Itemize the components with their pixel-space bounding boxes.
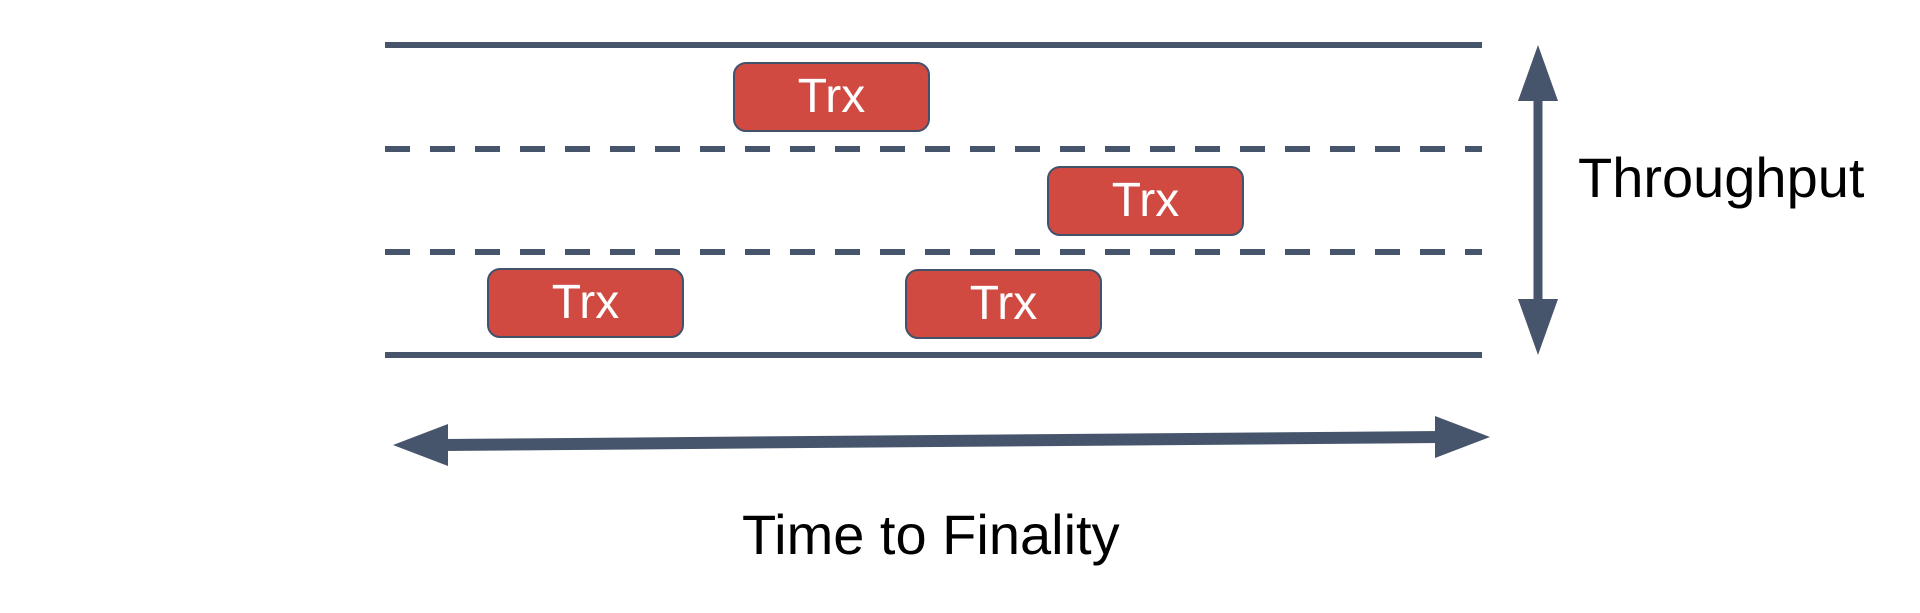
horizontal-double-arrow-icon xyxy=(393,416,1490,466)
trx-box-bottom-lane-left: Trx xyxy=(487,268,684,338)
time-to-finality-axis-label: Time to Finality xyxy=(742,503,1120,566)
lane-divider-dashed-line-1 xyxy=(385,146,1482,152)
trx-box-middle-lane: Trx xyxy=(1047,166,1244,236)
throughput-axis-label: Throughput xyxy=(1578,146,1865,209)
trx-box-top-lane: Trx xyxy=(733,62,930,132)
trx-box-label: Trx xyxy=(1111,174,1180,227)
vertical-double-arrow-icon xyxy=(1518,45,1558,355)
trx-box-label: Trx xyxy=(969,277,1038,330)
lane-divider-dashed-line-2 xyxy=(385,249,1482,255)
road-top-edge-line xyxy=(385,42,1482,48)
road-bottom-edge-line xyxy=(385,352,1482,358)
trx-box-bottom-lane-right: Trx xyxy=(905,269,1102,339)
trx-box-label: Trx xyxy=(797,70,866,123)
trx-box-label: Trx xyxy=(551,276,620,329)
